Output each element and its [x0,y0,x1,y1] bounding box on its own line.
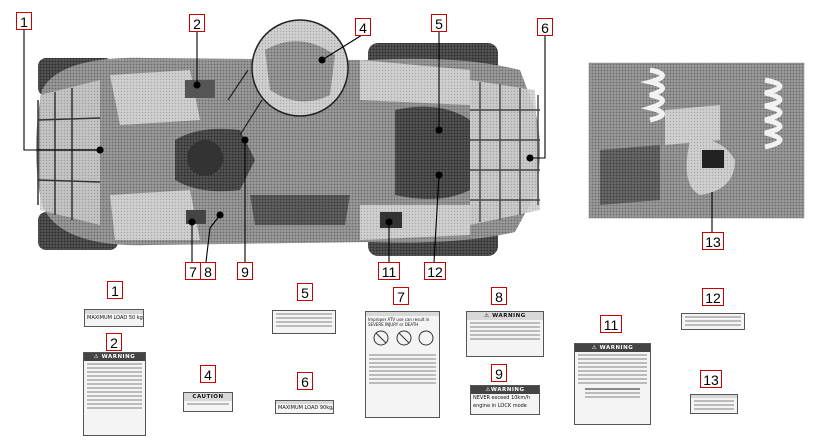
label-4: CAUTION [183,392,233,412]
callout-5: 5 [431,14,447,32]
callout-9: 9 [237,262,253,280]
callout-1: 1 [16,12,32,30]
label-number-1: 1 [107,281,123,299]
callout-7: 7 [185,262,201,280]
label-number-13: 13 [700,370,722,388]
label-11-header: ⚠ WARNING [575,344,650,352]
zoom-inset [227,19,349,136]
label-9-line1: NEVER exceed 10km/h [473,395,531,401]
label-number-5: 5 [297,283,313,301]
callout-4: 4 [355,18,371,36]
label-7: Improper ATV use can result in SEVERE IN… [365,311,440,418]
label-number-12: 12 [702,288,724,306]
callout-13: 13 [702,232,724,250]
label-1: MAXIMUM LOAD 50 kg/110 lbs [84,309,144,327]
label-13 [690,394,738,414]
label-7-text: Improper ATV use can result in SEVERE IN… [368,317,430,327]
callout-6: 6 [537,18,553,36]
label-8-header: ⚠ WARNING [467,312,543,320]
label-9-line2: engine in LOCK mode [473,403,527,409]
callout-12: 12 [424,262,446,280]
label-6-text: MAXIMUM LOAD 90kg/198lbs [278,405,334,411]
label-12 [681,313,745,330]
atv-top-view [36,43,540,256]
label-5 [272,310,336,334]
label-number-6: 6 [297,372,313,390]
label-9-header: ⚠WARNING [471,386,539,394]
label-2: ⚠ WARNING [83,352,146,436]
label-number-4: 4 [200,365,216,383]
label-number-11: 11 [600,315,622,333]
label-8: ⚠ WARNING [466,311,544,357]
label-4-header: CAUTION [184,393,232,401]
callout-8: 8 [200,262,216,280]
label-1-text: MAXIMUM LOAD 50 kg/110 lbs [87,315,144,321]
label-number-7: 7 [393,287,409,305]
leader-lines [23,28,713,263]
label-number-2: 2 [106,333,122,351]
side-photo [588,62,805,219]
label-6: MAXIMUM LOAD 90kg/198lbs [275,400,334,414]
label-number-8: 8 [491,287,507,305]
label-number-9: 9 [491,364,507,382]
callout-2: 2 [189,14,205,32]
label-2-header: ⚠ WARNING [84,353,145,361]
warning-pictograms [373,330,434,346]
label-11: ⚠ WARNING [574,343,651,425]
label-9: ⚠WARNING NEVER exceed 10km/h engine in L… [470,385,540,415]
callout-11: 11 [378,262,400,280]
